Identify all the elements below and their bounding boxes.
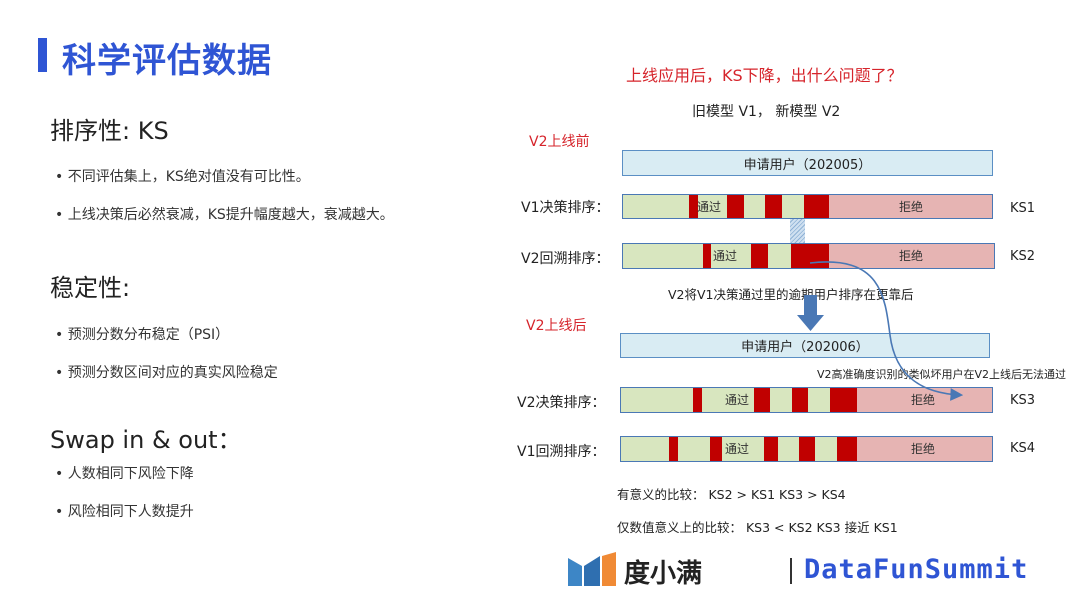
duxiaoman-logo-text: 度小满: [624, 559, 703, 589]
models-text: 旧模型 V1， 新模型 V2: [692, 104, 841, 120]
row-label-v1-backtest: V1回溯排序：: [517, 444, 606, 460]
bad-segment: [837, 437, 857, 461]
bad-segment: [751, 244, 768, 268]
applicants-box-202006: 申请用户（202006）: [620, 333, 990, 358]
row-label-v2-backtest: V2回溯排序：: [521, 251, 610, 267]
title-accent-bar: [38, 38, 47, 72]
reject-segment: [829, 244, 994, 268]
bad-segment: [764, 437, 778, 461]
pass-label: 通过: [725, 442, 750, 456]
pass-label: 通过: [725, 393, 750, 407]
reject-label: 拒绝: [899, 249, 924, 263]
duxiaoman-logo-icon: [568, 552, 616, 586]
reject-label: 拒绝: [911, 393, 936, 407]
meaningful-comparison: 有意义的比较： KS2 > KS1 KS3 > KS4: [617, 487, 846, 502]
bad-segment: [791, 244, 829, 268]
pass-label: 通过: [697, 200, 722, 214]
reject-segment: [857, 437, 992, 461]
reject-label: 拒绝: [911, 442, 936, 456]
question-text: 上线应用后，KS下降，出什么问题了？: [626, 66, 903, 85]
row-label-v1-decision: V1决策排序：: [521, 200, 610, 216]
bad-segment: [703, 244, 711, 268]
bad-segment: [710, 437, 722, 461]
row-label-v2-decision: V2决策排序：: [517, 395, 606, 411]
ks4-label: KS4: [1010, 441, 1036, 456]
stability-bullet-1: • 预测分数分布稳定（PSI）: [55, 327, 230, 343]
after-launch-label: V2上线后: [526, 318, 587, 334]
reject-segment: [829, 195, 992, 218]
swap-bullet-2: • 风险相同下人数提升: [55, 504, 194, 520]
reject-segment: [857, 388, 992, 412]
stability-bullet-2: • 预测分数区间对应的真实风险稳定: [55, 365, 278, 381]
numeric-comparison: 仅数值意义上的比较： KS3 < KS2 KS3 接近 KS1: [617, 520, 898, 535]
ranking-heading: 排序性: KS: [50, 117, 169, 145]
ks1-label: KS1: [1010, 201, 1036, 216]
down-arrow-icon: [797, 295, 824, 331]
bad-segment: [669, 437, 678, 461]
reject-label: 拒绝: [899, 200, 924, 214]
bar-v2-backtest: 通过 拒绝: [622, 243, 995, 269]
bar-v1-decision: 通过 拒绝: [622, 194, 993, 219]
ranking-bullet-1: • 不同评估集上，KS绝对值没有可比性。: [55, 169, 310, 185]
after-note: V2高准确度识别的类似坏用户在V2上线后无法通过: [817, 368, 1067, 381]
applicants-box-202005: 申请用户（202005）: [622, 150, 993, 176]
ranking-bullet-2: • 上线决策后必然衰减，KS提升幅度越大，衰减越大。: [55, 207, 394, 223]
curved-arrow: [809, 261, 964, 401]
stability-heading: 稳定性:: [50, 274, 131, 302]
bad-segment: [727, 195, 744, 218]
datafunsummit-logo: DataFunSummit: [804, 554, 1029, 585]
pass-label: 通过: [713, 249, 738, 263]
bad-segment: [804, 195, 829, 218]
swap-bullet-1: • 人数相同下风险下降: [55, 466, 194, 482]
ks2-label: KS2: [1010, 249, 1036, 264]
before-launch-label: V2上线前: [529, 134, 590, 150]
bad-segment: [830, 388, 857, 412]
bar-v2-decision: 通过 拒绝: [620, 387, 993, 413]
bad-segment: [799, 437, 815, 461]
swap-heading: Swap in & out：: [50, 426, 242, 454]
bad-segment: [792, 388, 808, 412]
page-title: 科学评估数据: [62, 41, 272, 81]
bar-v1-backtest: 通过 拒绝: [620, 436, 993, 462]
logo-divider: [790, 558, 792, 584]
bad-segment: [693, 388, 702, 412]
ks3-label: KS3: [1010, 393, 1036, 408]
bad-segment: [765, 195, 782, 218]
bad-segment: [689, 195, 698, 218]
bad-segment: [754, 388, 770, 412]
before-note: V2将V1决策通过里的逾期用户排序在更靠后: [668, 287, 914, 302]
shift-connector: [790, 219, 805, 243]
